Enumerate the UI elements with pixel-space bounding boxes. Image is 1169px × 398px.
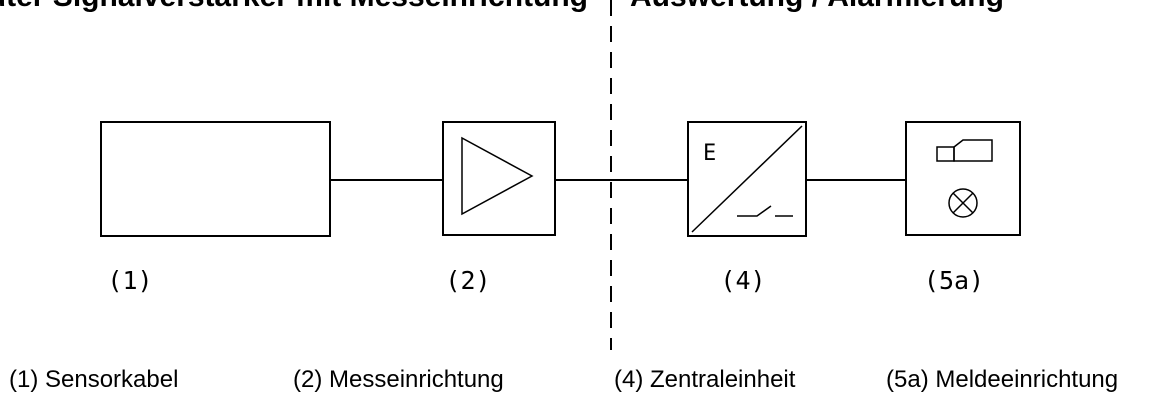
title-left: Eingebauter Signalverstärker mit Messein…	[0, 0, 588, 13]
number-label-4: (4)	[720, 266, 765, 295]
converter-letter: E	[703, 141, 716, 166]
number-label-1: (1)	[107, 266, 152, 295]
legend-central-unit: (4) Zentraleinheit	[614, 366, 796, 393]
signal-lamp-horn-icon	[936, 139, 993, 218]
number-label-2: (2)	[445, 266, 490, 295]
legend-measurement-device: (2) Messeinrichtung	[293, 366, 504, 393]
number-label-5a: (5a)	[924, 266, 984, 295]
legend-sensor-cable: (1) Sensorkabel	[9, 366, 179, 393]
legend-alarm-device: (5a) Meldeeinrichtung	[886, 366, 1119, 393]
measurement-device-block	[442, 121, 556, 236]
sensor-cable-block	[100, 121, 331, 237]
triangle-amplifier-icon	[461, 136, 534, 216]
diagonal-converter-switch-icon: E	[691, 125, 803, 233]
title-right: Auswertung / Alarmierung	[630, 0, 1004, 13]
alarm-device-block	[905, 121, 1021, 236]
